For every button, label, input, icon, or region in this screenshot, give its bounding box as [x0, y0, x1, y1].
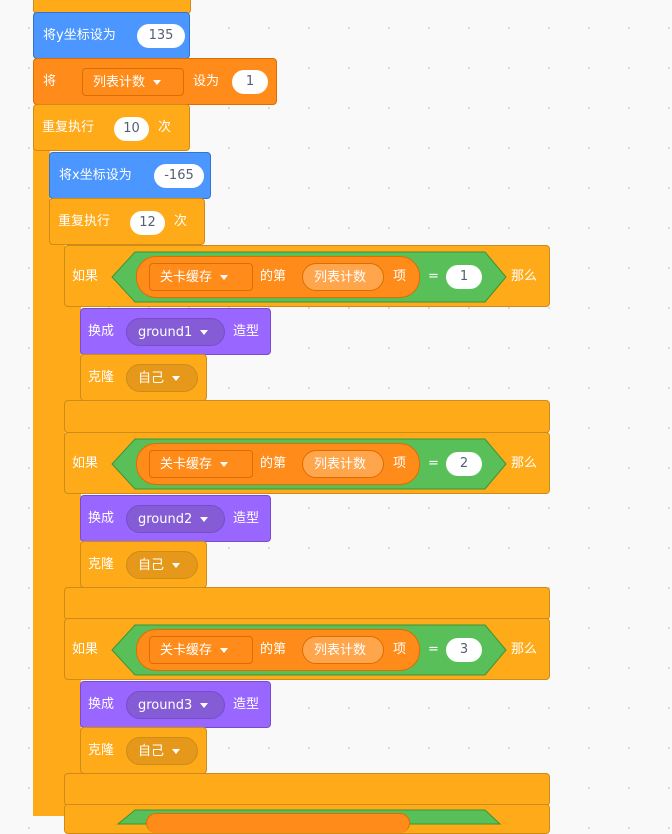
costume-suffix: 造型 — [233, 324, 260, 339]
if-1-compare-input[interactable]: 1 — [446, 265, 482, 289]
if-3-list-dropdown[interactable]: 关卡缓存 — [149, 636, 253, 664]
costume-dropdown-3[interactable]: ground3 — [126, 691, 225, 719]
clone-block-2[interactable]: 克隆 自己 — [80, 541, 207, 588]
clone-target-dropdown-2[interactable]: 自己 — [126, 551, 198, 579]
if-3-item-suffix: 项 — [393, 642, 407, 657]
dropdown-arrow-icon — [200, 517, 209, 522]
dropdown-arrow-icon — [200, 703, 209, 708]
dropdown-arrow-icon — [172, 376, 181, 381]
dropdown-arrow-icon — [220, 648, 229, 653]
clone-target-dropdown-1[interactable]: 自己 — [126, 364, 198, 392]
if-3-bottom — [64, 773, 550, 806]
if-3-item-of-label: 的第 — [260, 642, 287, 657]
clone-target-dropdown-3[interactable]: 自己 — [126, 737, 198, 765]
if-3-arm — [64, 678, 81, 778]
costume-suffix: 造型 — [233, 697, 260, 712]
if-3-then-label: 那么 — [511, 642, 538, 657]
clone-label: 克隆 — [88, 743, 115, 758]
set-variable-prefix: 将 — [43, 74, 57, 89]
if-1-index-variable[interactable]: 列表计数 — [302, 263, 384, 291]
costume-name: ground2 — [138, 512, 193, 527]
repeat-inner-label: 重复执行 — [58, 214, 111, 229]
repeat-inner-suffix: 次 — [174, 214, 188, 229]
switch-costume-label: 换成 — [88, 324, 115, 339]
set-variable-to-label: 设为 — [193, 74, 220, 89]
repeat-outer-count-input[interactable]: 10 — [114, 117, 149, 141]
if-3-index-variable[interactable]: 列表计数 — [302, 636, 384, 664]
if-2-list-name: 关卡缓存 — [160, 457, 213, 472]
clone-target: 自己 — [138, 371, 165, 386]
clone-target: 自己 — [138, 558, 165, 573]
set-variable-value-input[interactable]: 1 — [232, 70, 268, 94]
costume-dropdown-2[interactable]: ground2 — [126, 505, 225, 533]
repeat-inner-block[interactable]: 重复执行 12 次 — [49, 198, 205, 245]
if-3-label: 如果 — [72, 642, 99, 657]
dropdown-arrow-icon — [153, 80, 162, 85]
if-2-index-variable[interactable]: 列表计数 — [302, 450, 384, 478]
repeat-inner-count-input[interactable]: 12 — [130, 211, 165, 235]
costume-suffix: 造型 — [233, 511, 260, 526]
switch-costume-block-2[interactable]: 换成 ground2 造型 — [80, 495, 271, 542]
if-1-item-of-label: 的第 — [260, 269, 287, 284]
repeat-outer-label: 重复执行 — [42, 120, 95, 135]
if-2-item-of-label: 的第 — [260, 456, 287, 471]
costume-dropdown-1[interactable]: ground1 — [126, 318, 225, 346]
if-4-item-reporter[interactable] — [146, 813, 410, 833]
clone-target: 自己 — [138, 744, 165, 759]
if-2-item-suffix: 项 — [393, 456, 407, 471]
if-1-item-reporter[interactable]: 关卡缓存 的第 列表计数 项 — [136, 256, 420, 298]
repeat-outer-arm — [33, 148, 50, 816]
dropdown-arrow-icon — [220, 462, 229, 467]
dropdown-arrow-icon — [200, 330, 209, 335]
switch-costume-block-1[interactable]: 换成 ground1 造型 — [80, 308, 271, 355]
if-1-bottom — [64, 400, 550, 433]
if-1-equals-operator: = — [428, 269, 439, 284]
set-x-value-input[interactable]: -165 — [154, 164, 204, 188]
if-2-equals-operator: = — [428, 456, 439, 471]
dropdown-arrow-icon — [172, 563, 181, 568]
variable-name: 列表计数 — [93, 75, 146, 90]
if-1-arm — [64, 305, 81, 405]
if-1-then-label: 那么 — [511, 269, 538, 284]
if-1-item-suffix: 项 — [393, 269, 407, 284]
if-1-label: 如果 — [72, 269, 99, 284]
set-x-label: 将x坐标设为 — [59, 168, 132, 183]
dropdown-arrow-icon — [172, 749, 181, 754]
if-2-label: 如果 — [72, 456, 99, 471]
repeat-outer-suffix: 次 — [158, 120, 172, 135]
set-variable-block[interactable]: 将 列表计数 设为 1 — [33, 58, 277, 105]
if-1-list-dropdown[interactable]: 关卡缓存 — [149, 263, 253, 291]
if-2-list-dropdown[interactable]: 关卡缓存 — [149, 450, 253, 478]
costume-name: ground1 — [138, 325, 193, 340]
if-1-list-name: 关卡缓存 — [160, 270, 213, 285]
if-2-arm — [64, 492, 81, 592]
clone-block-1[interactable]: 克隆 自己 — [80, 354, 207, 401]
dropdown-arrow-icon — [220, 275, 229, 280]
set-y-label: 将y坐标设为 — [43, 28, 116, 43]
repeat-inner-arm — [49, 240, 65, 816]
if-2-compare-input[interactable]: 2 — [446, 452, 482, 476]
set-y-block[interactable]: 将y坐标设为 135 — [33, 12, 190, 59]
clone-block-3[interactable]: 克隆 自己 — [80, 727, 207, 774]
if-2-item-reporter[interactable]: 关卡缓存 的第 列表计数 项 — [136, 443, 420, 485]
clone-label: 克隆 — [88, 370, 115, 385]
repeat-outer-block[interactable]: 重复执行 10 次 — [33, 104, 190, 151]
switch-costume-label: 换成 — [88, 511, 115, 526]
costume-name: ground3 — [138, 698, 193, 713]
switch-costume-label: 换成 — [88, 697, 115, 712]
if-3-compare-input[interactable]: 3 — [446, 638, 482, 662]
set-x-block[interactable]: 将x坐标设为 -165 — [49, 152, 211, 199]
variable-dropdown[interactable]: 列表计数 — [82, 68, 184, 96]
if-3-item-reporter[interactable]: 关卡缓存 的第 列表计数 项 — [136, 629, 420, 671]
if-2-then-label: 那么 — [511, 456, 538, 471]
set-y-value-input[interactable]: 135 — [137, 24, 185, 48]
clone-label: 克隆 — [88, 557, 115, 572]
if-3-list-name: 关卡缓存 — [160, 643, 213, 658]
if-3-equals-operator: = — [428, 642, 439, 657]
